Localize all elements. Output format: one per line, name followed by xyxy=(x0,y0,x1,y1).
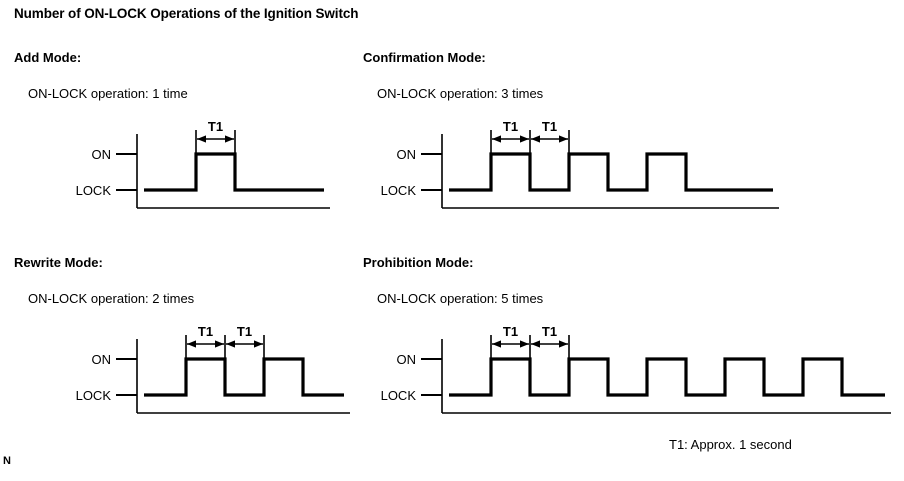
panel-subtitle-prohibition: ON-LOCK operation: 5 times xyxy=(377,291,544,306)
dimension-label-t1: T1 xyxy=(198,324,213,339)
arrowhead-right xyxy=(559,340,568,348)
arrowhead-left xyxy=(531,135,540,143)
axis-label-on: ON xyxy=(397,147,417,162)
arrowhead-left xyxy=(492,340,501,348)
axis-label-lock: LOCK xyxy=(381,388,417,403)
panel-heading-prohibition: Prohibition Mode: xyxy=(363,255,474,270)
arrowhead-right xyxy=(254,340,263,348)
arrowhead-right xyxy=(225,135,234,143)
arrowhead-left xyxy=(531,340,540,348)
waveform-trace xyxy=(144,357,344,397)
axis-label-lock: LOCK xyxy=(76,388,112,403)
dimension-label-t1: T1 xyxy=(503,119,518,134)
waveform-prohibition: ON LOCK T1 T1 xyxy=(363,317,899,427)
panel-subtitle-rewrite: ON-LOCK operation: 2 times xyxy=(28,291,195,306)
axis-label-on: ON xyxy=(397,352,417,367)
arrowhead-right xyxy=(520,340,529,348)
waveform-trace xyxy=(449,152,773,192)
waveform-trace xyxy=(449,357,885,397)
dimension-label-t1: T1 xyxy=(542,324,557,339)
panel-subtitle-add: ON-LOCK operation: 1 time xyxy=(28,86,188,101)
arrowhead-right xyxy=(559,135,568,143)
panel-heading-add: Add Mode: xyxy=(14,50,82,65)
arrowhead-left xyxy=(226,340,235,348)
dimension-label-t1: T1 xyxy=(208,119,223,134)
waveform-trace xyxy=(144,152,324,192)
axis-label-lock: LOCK xyxy=(381,183,417,198)
dimension-label-t1: T1 xyxy=(542,119,557,134)
panel-heading-confirmation: Confirmation Mode: xyxy=(363,50,486,65)
arrowhead-left xyxy=(197,135,206,143)
arrowhead-left xyxy=(187,340,196,348)
arrowhead-right xyxy=(520,135,529,143)
panel-heading-rewrite: Rewrite Mode: xyxy=(14,255,103,270)
waveform-rewrite: ON LOCK T1 T1 xyxy=(14,317,358,427)
arrowhead-left xyxy=(492,135,501,143)
panel-subtitle-confirmation: ON-LOCK operation: 3 times xyxy=(377,86,544,101)
waveform-confirmation: ON LOCK T1 T1 xyxy=(363,112,787,222)
arrowhead-right xyxy=(215,340,224,348)
dimension-label-t1: T1 xyxy=(503,324,518,339)
waveform-add: ON LOCK T1 xyxy=(14,112,338,222)
axis-label-lock: LOCK xyxy=(76,183,112,198)
dimension-label-t1: T1 xyxy=(237,324,252,339)
page-title: Number of ON-LOCK Operations of the Igni… xyxy=(14,6,359,21)
axis-label-on: ON xyxy=(92,352,112,367)
footnote-t1: T1: Approx. 1 second xyxy=(669,437,792,452)
axis-label-on: ON xyxy=(92,147,112,162)
corner-mark: N xyxy=(3,455,11,467)
